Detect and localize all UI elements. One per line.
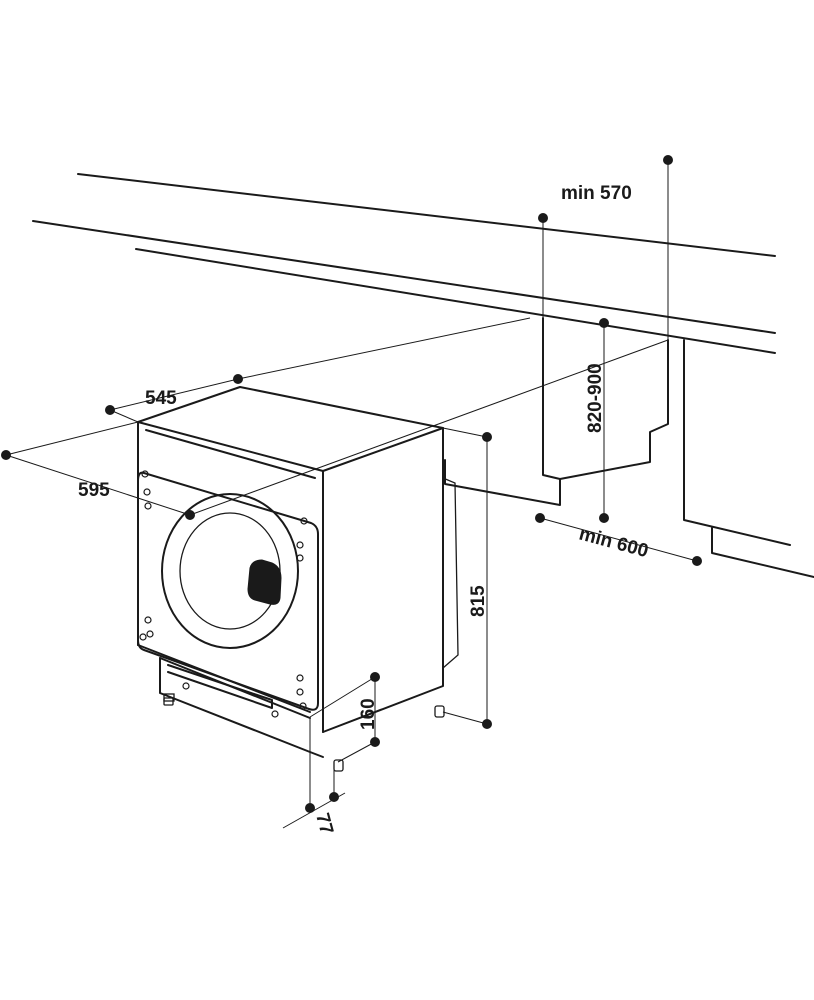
porthole — [161, 493, 299, 649]
label-820-900: 820-900 — [585, 363, 606, 433]
plinth — [159, 657, 324, 758]
label-545: 545 — [145, 388, 177, 409]
label-min-570: min 570 — [561, 183, 632, 204]
dimension-endpoints — [1, 155, 702, 813]
door-handle — [247, 559, 282, 605]
washer-right-side — [322, 427, 444, 733]
label-160: 160 — [358, 698, 379, 730]
right-cabinet — [683, 339, 814, 578]
label-min-600: min 600 — [577, 524, 651, 563]
countertop — [32, 173, 776, 354]
door-panel — [137, 471, 319, 711]
washing-machine — [137, 386, 459, 772]
washer-top-outline — [137, 386, 444, 472]
label-815: 815 — [468, 585, 489, 617]
label-77: 77 — [311, 811, 337, 837]
left-cabinet — [444, 317, 669, 506]
mounting-holes — [139, 470, 308, 710]
label-595: 595 — [78, 480, 110, 501]
feet — [163, 697, 445, 772]
